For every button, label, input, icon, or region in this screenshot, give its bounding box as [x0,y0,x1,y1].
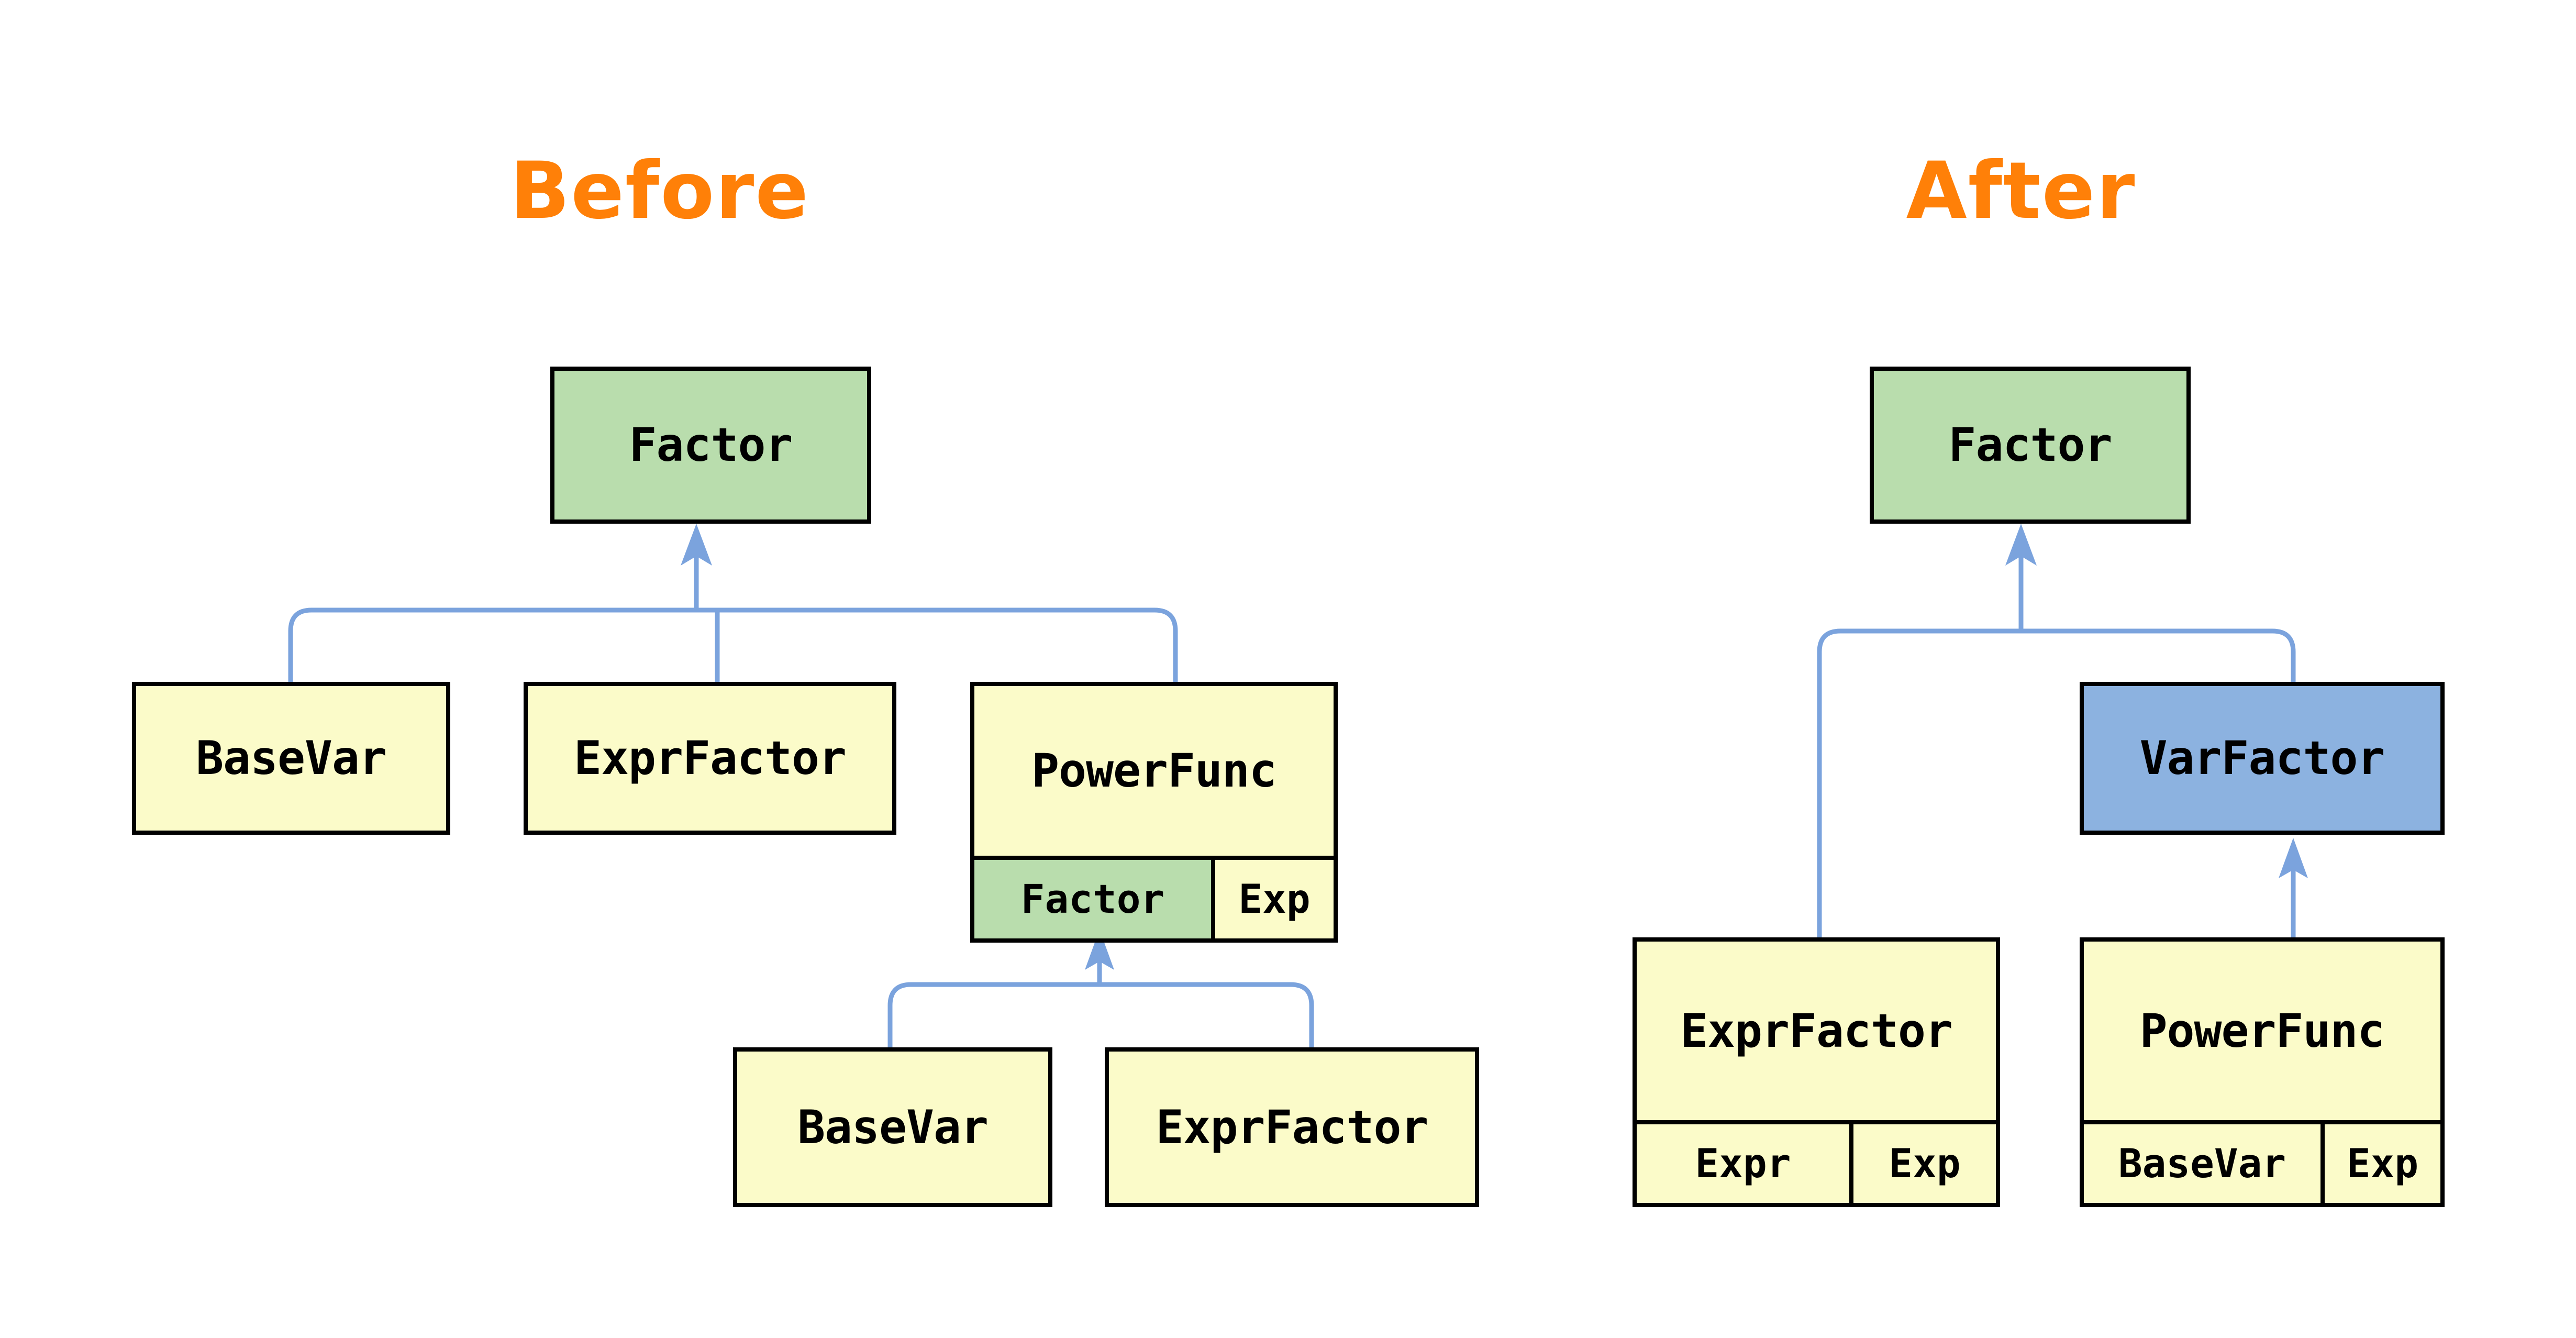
before-node-exprfactor[interactable]: ExprFactor [524,682,896,835]
before-node-factor-label: Factor [629,418,793,472]
before-bracket-path [288,534,1178,682]
after-node-powerfunc[interactable]: PowerFunc BaseVar Exp [2080,937,2445,1207]
before-node-powerfunc[interactable]: PowerFunc Factor Exp [970,682,1338,943]
before-arrow-head [681,524,712,566]
before-field-powerfunc-factor[interactable]: Factor [974,860,1211,938]
before-node-factor[interactable]: Factor [550,367,871,524]
before-node-powerfunc-fields: Factor Exp [974,856,1334,938]
before-node-basevar-2-label: BaseVar [797,1100,989,1154]
after-node-varfactor-label: VarFactor [2139,731,2385,785]
after-node-exprfactor-label: ExprFactor [1680,1003,1953,1058]
after-node-varfactor[interactable]: VarFactor [2080,682,2445,835]
after-field-powerfunc-basevar[interactable]: BaseVar [2084,1124,2320,1203]
after-node-powerfunc-fields: BaseVar Exp [2084,1120,2440,1203]
after-node-factor[interactable]: Factor [1870,367,2191,524]
before-field-powerfunc-exp[interactable]: Exp [1211,860,1334,938]
after-node-factor-label: Factor [1948,418,2113,472]
before-node-exprfactor-2-label: ExprFactor [1156,1100,1429,1154]
before-node-basevar-2[interactable]: BaseVar [733,1047,1052,1207]
after-node-exprfactor-fields: Expr Exp [1637,1120,1996,1203]
after-powerfunc-arrow-head [2279,838,2308,878]
after-arrow-head [2005,524,2037,566]
before-sub-bracket-path [887,937,1314,1047]
before-node-basevar-label: BaseVar [196,731,387,785]
after-field-exprfactor-expr[interactable]: Expr [1637,1124,1849,1203]
after-field-powerfunc-exp[interactable]: Exp [2320,1124,2440,1203]
before-node-exprfactor-label: ExprFactor [574,731,847,785]
after-panel-title: After [1906,146,2136,237]
after-node-exprfactor[interactable]: ExprFactor Expr Exp [1633,937,2000,1207]
before-node-basevar[interactable]: BaseVar [132,682,450,835]
after-field-exprfactor-exp[interactable]: Exp [1849,1124,1996,1203]
before-node-powerfunc-label: PowerFunc [1031,744,1277,798]
before-node-exprfactor-2[interactable]: ExprFactor [1105,1047,1479,1207]
after-node-powerfunc-label: PowerFunc [2139,1003,2385,1058]
before-panel-title: Before [509,146,810,237]
